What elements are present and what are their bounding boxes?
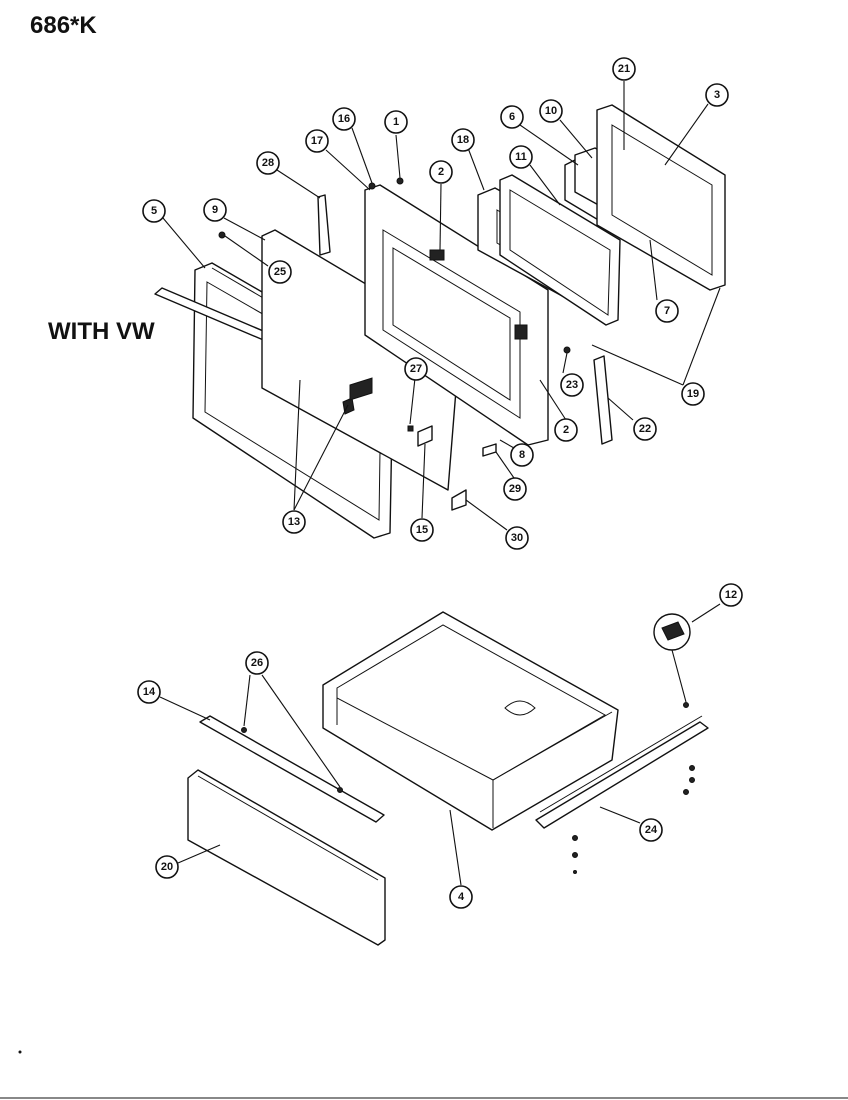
svg-text:6: 6	[509, 111, 515, 123]
svg-text:30: 30	[511, 532, 523, 544]
svg-text:27: 27	[410, 363, 422, 375]
svg-text:9: 9	[212, 204, 218, 216]
callout-12: 12	[719, 583, 743, 607]
callout-2-top: 2	[429, 160, 453, 184]
svg-text:12: 12	[725, 589, 737, 601]
callout-20: 20	[155, 855, 179, 879]
svg-text:14: 14	[143, 686, 156, 698]
svg-text:21: 21	[618, 63, 630, 75]
callout-28: 28	[256, 151, 280, 175]
callout-14: 14	[137, 680, 161, 704]
clip-detail	[653, 613, 691, 651]
inner-door-liner	[364, 184, 549, 446]
callout-25: 25	[268, 260, 292, 284]
svg-text:2: 2	[438, 166, 444, 178]
svg-text:25: 25	[274, 266, 286, 278]
drawer-slide	[535, 715, 709, 829]
callout-2-bottom: 2	[554, 418, 578, 442]
callout-3: 3	[705, 83, 729, 107]
door-glass-panel	[261, 229, 461, 491]
svg-text:4: 4	[458, 891, 465, 903]
svg-text:10: 10	[545, 105, 557, 117]
screws	[241, 702, 695, 874]
callout-29: 29	[503, 477, 527, 501]
callout-21: 21	[612, 57, 636, 81]
svg-text:8: 8	[519, 449, 525, 461]
callout-8: 8	[510, 443, 534, 467]
svg-text:15: 15	[416, 524, 428, 536]
callout-27: 27	[404, 357, 428, 381]
svg-text:17: 17	[311, 135, 323, 147]
svg-text:13: 13	[288, 516, 300, 528]
callout-22: 22	[633, 417, 657, 441]
svg-text:19: 19	[687, 388, 699, 400]
model-title: 686*K	[30, 12, 97, 39]
callout-16: 16	[332, 107, 356, 131]
callout-9: 9	[203, 198, 227, 222]
callout-23: 23	[560, 373, 584, 397]
callout-17: 17	[305, 129, 329, 153]
callout-30: 30	[505, 526, 529, 550]
svg-text:2: 2	[563, 424, 569, 436]
callout-13: 13	[282, 510, 306, 534]
callout-19: 19	[681, 382, 705, 406]
variant-note: WITH VW	[48, 318, 155, 345]
callout-1: 1	[384, 110, 408, 134]
callout-5: 5	[142, 199, 166, 223]
svg-text:22: 22	[639, 423, 651, 435]
callout-7: 7	[655, 299, 679, 323]
drawer-body	[322, 611, 619, 831]
svg-text:1: 1	[393, 116, 399, 128]
callout-18: 18	[451, 128, 475, 152]
rear-door-panel	[596, 104, 726, 291]
callout-15: 15	[410, 518, 434, 542]
svg-text:18: 18	[457, 134, 469, 146]
svg-text:28: 28	[262, 157, 274, 169]
door-hinge	[593, 355, 613, 445]
inner-window-glass	[499, 174, 621, 326]
scan-speck	[18, 1050, 22, 1054]
small-fasteners	[218, 177, 571, 511]
svg-text:16: 16	[338, 113, 350, 125]
svg-text:3: 3	[714, 89, 720, 101]
drawer-front-panel	[187, 769, 386, 946]
svg-text:24: 24	[645, 824, 658, 836]
callout-6: 6	[500, 105, 524, 129]
svg-text:11: 11	[515, 151, 527, 163]
svg-text:7: 7	[664, 305, 670, 317]
callout-24: 24	[639, 818, 663, 842]
svg-text:5: 5	[151, 205, 157, 217]
callout-10: 10	[539, 99, 563, 123]
svg-text:20: 20	[161, 861, 173, 873]
side-trim-strip	[317, 194, 331, 256]
leader-lines	[159, 81, 721, 886]
svg-text:26: 26	[251, 657, 263, 669]
callout-26: 26	[245, 651, 269, 675]
svg-text:29: 29	[509, 483, 521, 495]
callout-4: 4	[449, 885, 473, 909]
svg-text:23: 23	[566, 379, 578, 391]
callout-11: 11	[509, 145, 533, 169]
